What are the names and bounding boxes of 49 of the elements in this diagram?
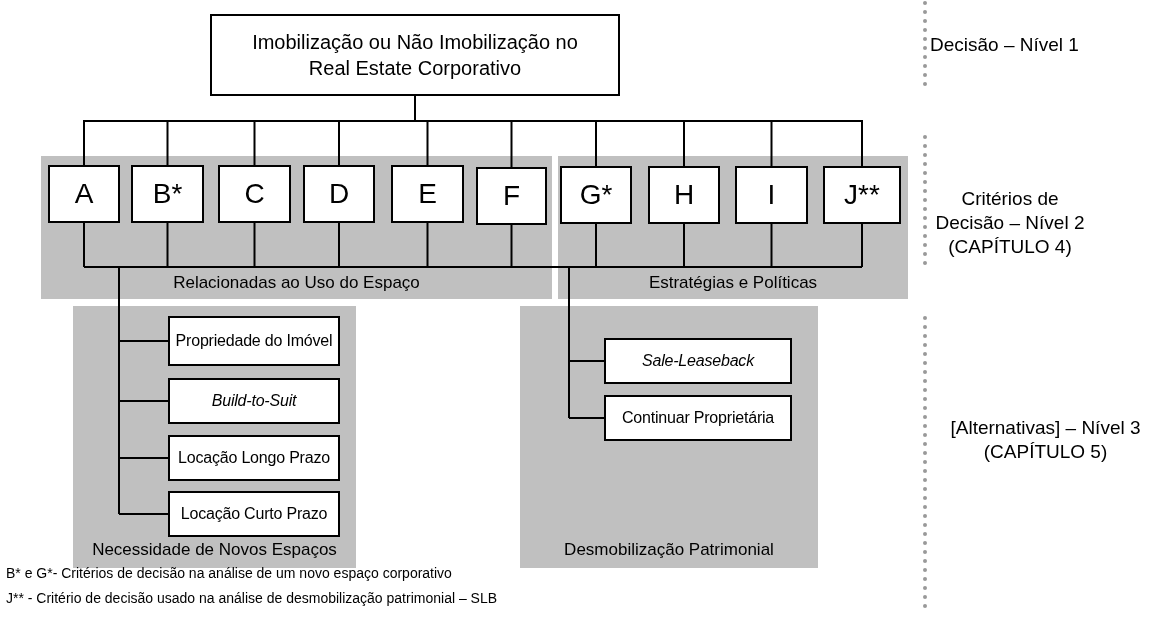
alternative-box: Sale-Leaseback bbox=[604, 338, 792, 384]
connector-line bbox=[683, 223, 685, 268]
criterion-box: H bbox=[648, 166, 720, 224]
criterion-box: J** bbox=[823, 166, 901, 224]
criterion-box: A bbox=[48, 165, 120, 223]
footnote: J** - Critério de decisão usado na análise de desmobilização patrimonial – SLB bbox=[6, 590, 499, 608]
connector-line bbox=[770, 223, 773, 268]
footnote: B* e G*- Critérios de decisão na análise de um novo espaço corporativo bbox=[6, 565, 453, 583]
connector-line bbox=[118, 457, 169, 459]
level-label: [Alternativas] – Nível 3 (CAPÍTULO 5) bbox=[949, 416, 1142, 464]
group-panel bbox=[520, 306, 818, 568]
connector-line bbox=[426, 222, 429, 268]
connector-line bbox=[568, 360, 605, 362]
group-panel bbox=[41, 156, 552, 299]
connector-line bbox=[118, 340, 169, 342]
criterion-box: B* bbox=[131, 165, 204, 223]
connector-line bbox=[118, 400, 169, 402]
alternative-box: Build-to-Suit bbox=[168, 378, 340, 424]
criterion-box: G* bbox=[560, 166, 632, 224]
group-title: Desmobilização Patrimonial bbox=[563, 540, 775, 560]
alternative-box: Locação Curto Prazo bbox=[168, 491, 340, 537]
level-label: Decisão – Nível 1 bbox=[930, 33, 1080, 57]
connector-line bbox=[595, 223, 597, 268]
group-title: Relacionadas ao Uso do Espaço bbox=[172, 273, 421, 293]
alternative-box: Continuar Proprietária bbox=[604, 395, 792, 441]
group-panel bbox=[558, 156, 908, 299]
connector-line bbox=[861, 223, 863, 268]
alternative-box: Propriedade do Imóvel bbox=[168, 316, 340, 366]
connector-line bbox=[118, 266, 120, 515]
connector-line bbox=[568, 266, 570, 419]
criterion-box: I bbox=[735, 166, 808, 224]
level-label: Critérios de Decisão – Nível 2 (CAPÍTULO 4) bbox=[934, 187, 1086, 259]
connector-line bbox=[338, 222, 340, 268]
connector-line bbox=[166, 222, 169, 268]
decision-box: Imobilização ou Não Imobilização no Real Estate Corporativo bbox=[210, 14, 620, 96]
connector-line bbox=[118, 513, 169, 515]
connector-line bbox=[83, 266, 863, 268]
criterion-box: D bbox=[303, 165, 375, 223]
criterion-box: E bbox=[391, 165, 464, 223]
connector-line bbox=[510, 224, 513, 268]
criterion-box: F bbox=[476, 167, 547, 225]
criterion-box: C bbox=[218, 165, 291, 223]
connector-line bbox=[568, 417, 605, 419]
alternative-box: Locação Longo Prazo bbox=[168, 435, 340, 481]
group-title: Necessidade de Novos Espaços bbox=[91, 540, 338, 560]
connector-line bbox=[83, 222, 85, 268]
connector-line bbox=[253, 222, 256, 268]
group-panel bbox=[73, 306, 356, 568]
group-title: Estratégias e Políticas bbox=[647, 273, 819, 293]
